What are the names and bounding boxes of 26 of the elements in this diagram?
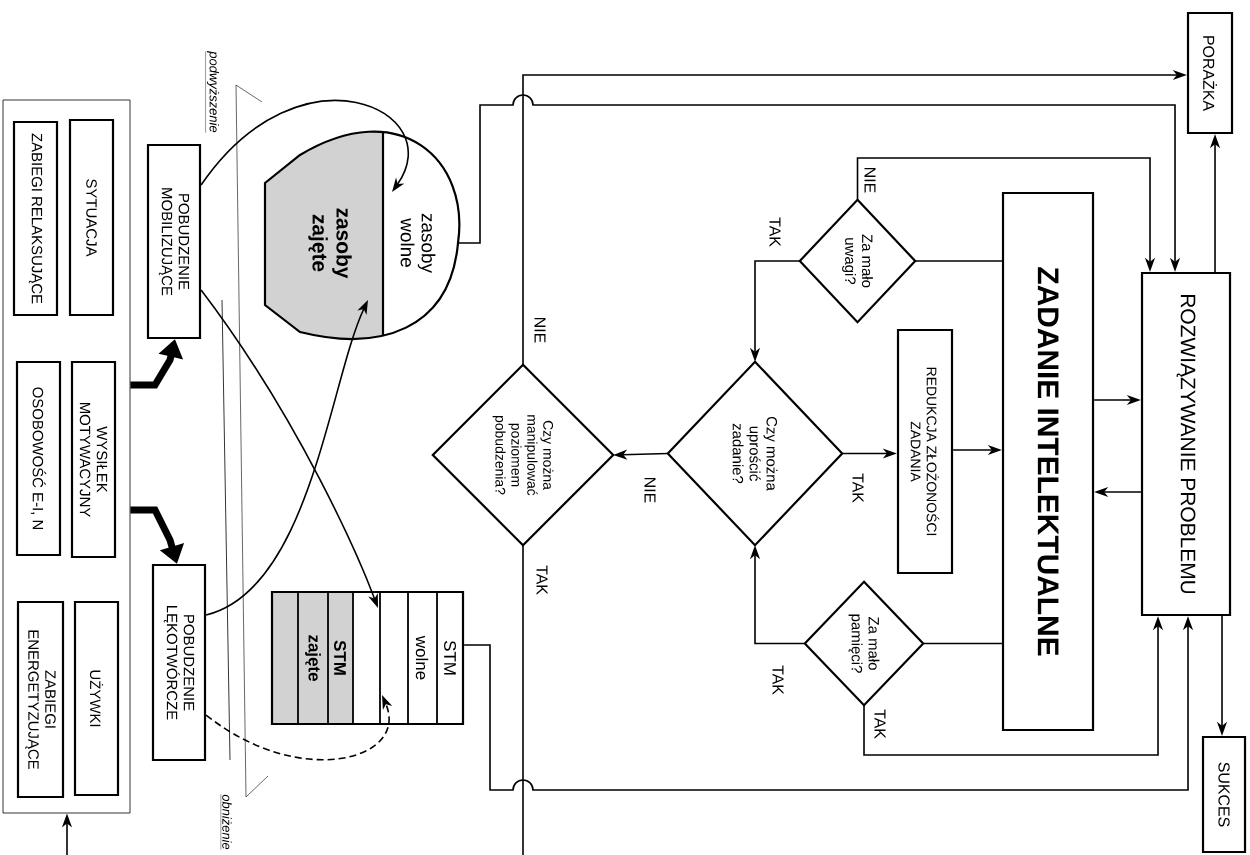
process-box: POBUDZENIE MOBILIZUJĄCE bbox=[146, 143, 202, 340]
group-frame bbox=[2, 99, 131, 814]
edge-label: TAK bbox=[771, 663, 785, 697]
edge-label: TAK bbox=[768, 215, 782, 249]
direction-label: obniżenie bbox=[220, 794, 232, 850]
process-box: ZABIEGI RELAKSUJĄCE bbox=[12, 120, 59, 317]
process-box: UŻYWKI bbox=[73, 600, 120, 797]
process-box: ZADANIE INTELEKTUALNE bbox=[1001, 191, 1095, 732]
direction-label: podwyższenie bbox=[205, 51, 220, 133]
process-box: SUKCES bbox=[1201, 735, 1247, 854]
edge-label: TAK bbox=[535, 563, 549, 597]
process-box: REDUKCJA ZŁOŻONOŚCI ZADANIA bbox=[896, 328, 954, 575]
process-box: ZABIEGI ENERGETYZUJĄCE bbox=[16, 600, 65, 799]
edge-label: TAK bbox=[873, 707, 887, 741]
edge-label: TAK bbox=[851, 471, 865, 505]
process-box: OSOBOWOŚĆ E-I, N bbox=[15, 360, 62, 557]
edge-label: NIE bbox=[863, 165, 877, 195]
process-box: WYSIŁEK MOTYWACYJNY bbox=[70, 360, 117, 559]
process-box: POBUDZENIE LĘKOTWÓRCZE bbox=[151, 563, 207, 762]
capacity-oval: zasoby wolne zasoby zajęte bbox=[263, 130, 461, 340]
process-box: SYTUACJA bbox=[68, 118, 115, 317]
process-box: PORAŻKA bbox=[1186, 11, 1234, 135]
process-box: ROZWIĄZYWANIE PROBLEMU bbox=[1140, 271, 1232, 617]
memory-stack: STM wolne STM zajęte bbox=[270, 590, 465, 726]
edge-label: NIE bbox=[643, 475, 657, 505]
edge-label: NIE bbox=[533, 315, 547, 345]
